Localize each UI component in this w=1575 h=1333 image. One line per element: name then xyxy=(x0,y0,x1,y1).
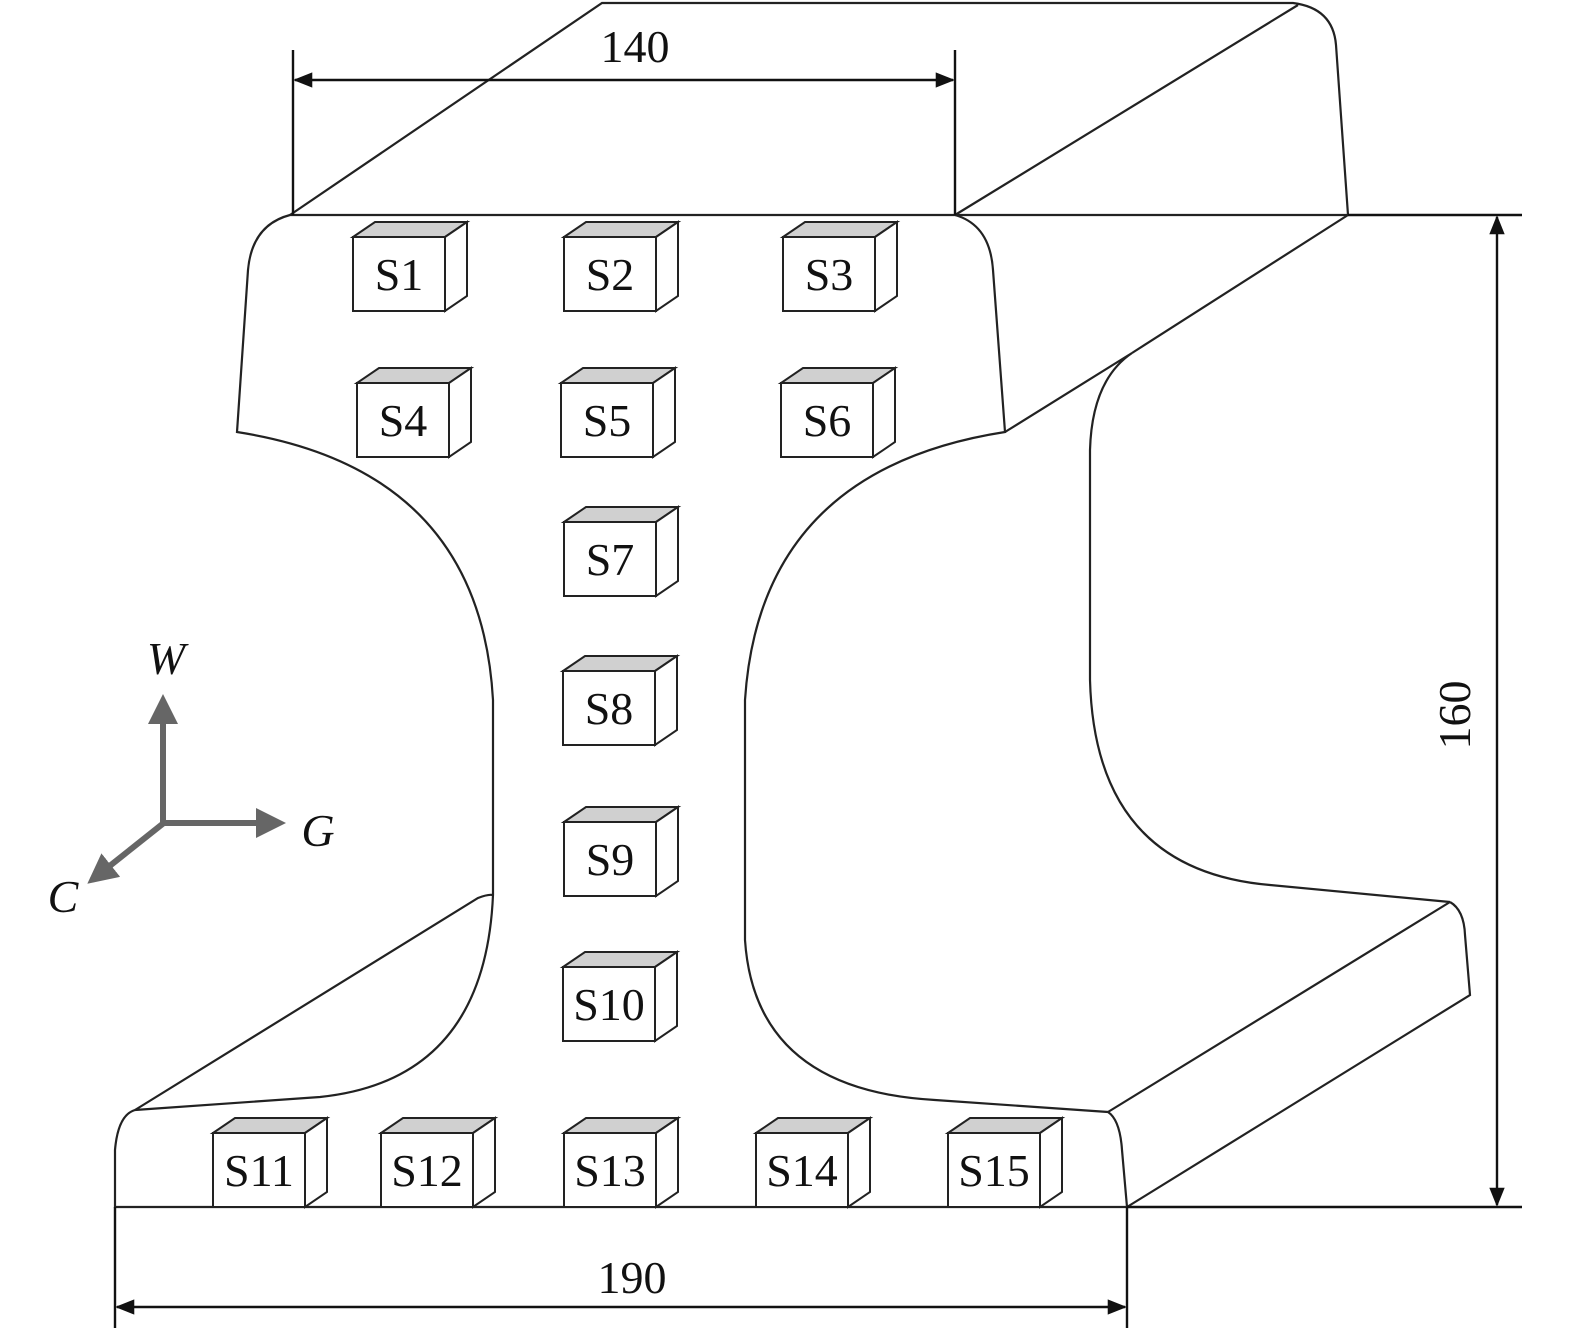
sensor-side-face xyxy=(874,220,898,313)
sensor-side-face xyxy=(1039,1116,1063,1209)
sensor-s6: S6 xyxy=(777,366,899,459)
sensor-label: S15 xyxy=(958,1145,1030,1196)
sensor-side-face xyxy=(444,220,468,313)
sensor-front-face xyxy=(212,1132,306,1208)
dimension-foot-width: 190 xyxy=(113,1207,1129,1328)
sensor-s12: S12 xyxy=(377,1116,499,1209)
c-axis-label: C xyxy=(48,871,80,922)
coordinate-axes xyxy=(87,694,286,884)
sensor-front-face xyxy=(352,236,446,312)
sensor-front-face xyxy=(562,670,656,746)
sensor-s5: S5 xyxy=(557,366,679,459)
w-axis-label: W xyxy=(147,633,189,684)
sensor-side-face xyxy=(655,220,679,313)
sensor-s15: S15 xyxy=(944,1116,1066,1209)
sensor-label: S1 xyxy=(375,249,424,300)
sensor-label: S7 xyxy=(586,534,635,585)
sensor-label: S10 xyxy=(573,979,645,1030)
sensor-s8: S8 xyxy=(559,654,681,747)
sensor-label: S11 xyxy=(224,1145,294,1196)
sensor-front-face xyxy=(562,966,656,1042)
sensor-front-face xyxy=(563,821,657,897)
sensor-front-face xyxy=(563,521,657,597)
dimension-height: 160 xyxy=(1127,213,1522,1209)
sensor-front-face xyxy=(563,236,657,312)
sensor-side-face xyxy=(847,1116,871,1209)
sensor-side-face xyxy=(652,366,676,459)
sensor-front-face xyxy=(755,1132,849,1208)
sensor-label: S2 xyxy=(586,249,635,300)
sensor-s2: S2 xyxy=(560,220,682,313)
dimension-label-160: 160 xyxy=(1429,681,1480,750)
sensor-side-face xyxy=(448,366,472,459)
sensor-label: S3 xyxy=(805,249,854,300)
sensor-front-face xyxy=(356,382,450,458)
sensor-front-face xyxy=(380,1132,474,1208)
sensor-side-face xyxy=(872,366,896,459)
sensor-label: S4 xyxy=(379,395,428,446)
dimension-label-190: 190 xyxy=(598,1252,667,1303)
sensor-side-face xyxy=(655,805,679,898)
sensor-label: S13 xyxy=(574,1145,646,1196)
sensor-front-face xyxy=(563,1132,657,1208)
sensor-front-face xyxy=(947,1132,1041,1208)
sensor-label: S9 xyxy=(586,834,635,885)
sensor-s9: S9 xyxy=(560,805,682,898)
sensor-s13: S13 xyxy=(560,1116,682,1209)
c-axis-arrow xyxy=(87,819,167,884)
sensor-side-face xyxy=(472,1116,496,1209)
sensor-s14: S14 xyxy=(752,1116,874,1209)
sensor-side-face xyxy=(304,1116,328,1209)
sensor-s7: S7 xyxy=(560,505,682,598)
g-axis-label: G xyxy=(301,805,334,856)
sensor-s4: S4 xyxy=(353,366,475,459)
sensor-label: S6 xyxy=(803,395,852,446)
sensor-side-face xyxy=(654,950,678,1043)
sensor-s1: S1 xyxy=(349,220,471,313)
sensor-s3: S3 xyxy=(779,220,901,313)
sensor-s10: S10 xyxy=(559,950,681,1043)
rail-3d-edges xyxy=(134,1,1472,1208)
sensor-side-face xyxy=(654,654,678,747)
sensor-label: S8 xyxy=(585,683,634,734)
sensor-front-face xyxy=(782,236,876,312)
dimension-head-width: 140 xyxy=(291,21,957,215)
sensor-label: S12 xyxy=(391,1145,463,1196)
sensor-front-face xyxy=(560,382,654,458)
dimension-label-140: 140 xyxy=(601,21,670,72)
sensor-front-face xyxy=(780,382,874,458)
sensor-s11: S11 xyxy=(209,1116,331,1209)
sensor-side-face xyxy=(655,1116,679,1209)
sensor-label: S14 xyxy=(766,1145,838,1196)
sensor-side-face xyxy=(655,505,679,598)
sensor-label: S5 xyxy=(583,395,632,446)
